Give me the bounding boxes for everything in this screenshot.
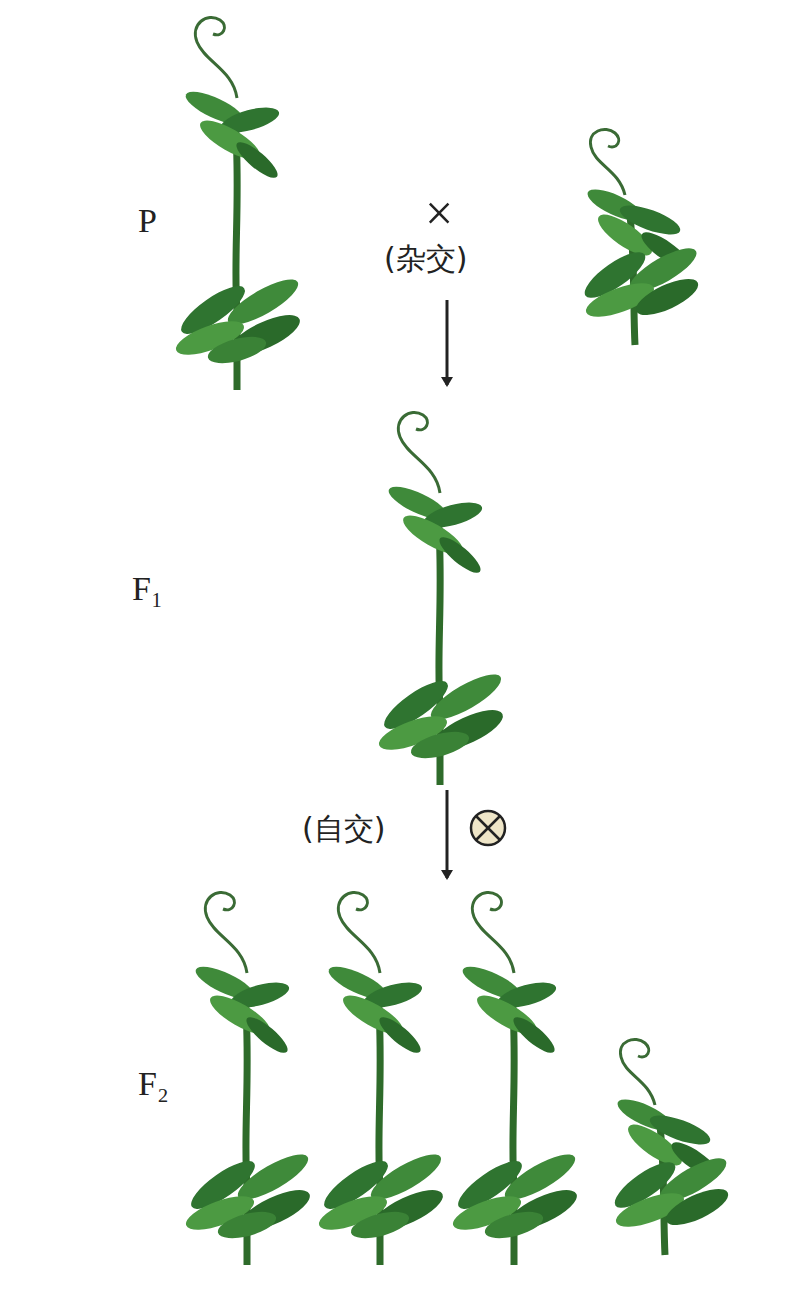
cross-label: (杂交) xyxy=(384,242,467,275)
selfing-label: (自交) xyxy=(302,812,385,845)
generation-label: F₂ xyxy=(138,1065,169,1102)
selfing-symbol xyxy=(471,811,505,845)
generation-label: P xyxy=(138,202,157,239)
cross-sign: × xyxy=(425,186,453,241)
generation-label: F₁ xyxy=(132,570,163,607)
